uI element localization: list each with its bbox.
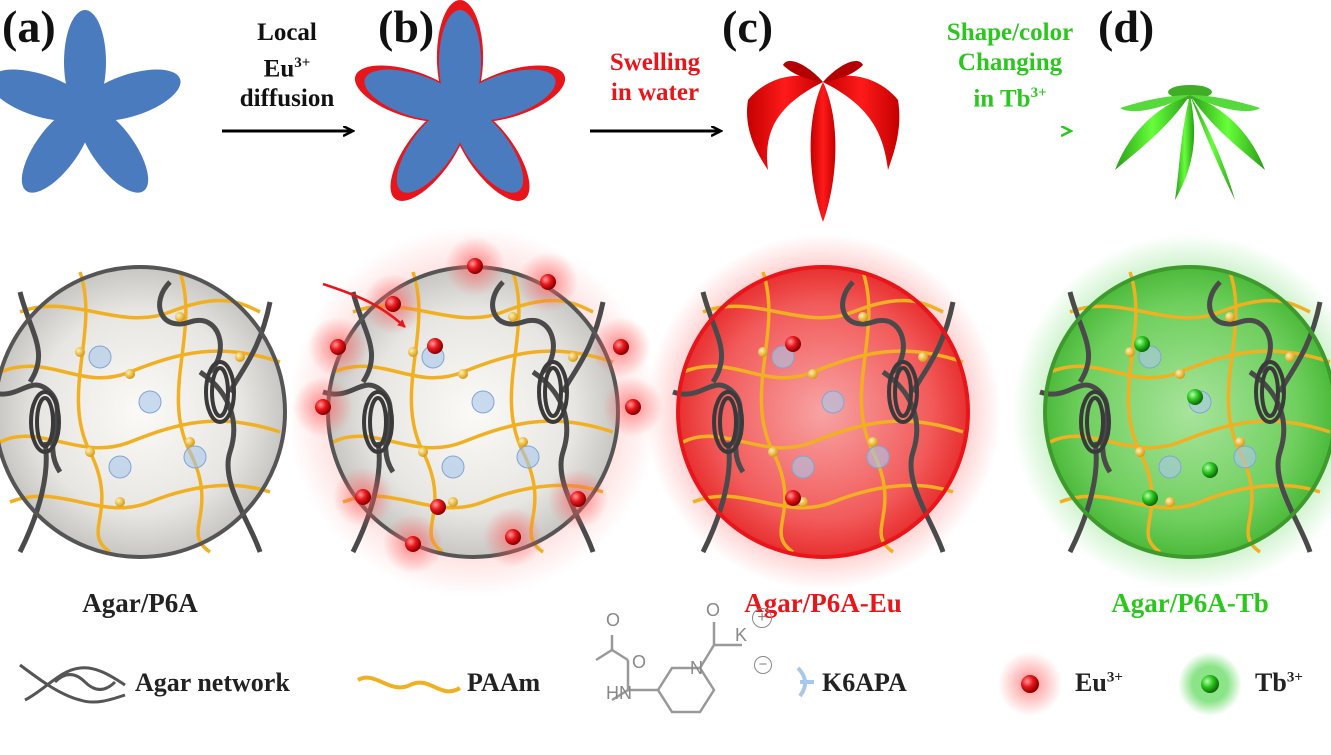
legend-agar-label: Agar network xyxy=(135,668,290,697)
panel-label-a: (a) xyxy=(2,1,56,52)
step1-line2: Eu3+ xyxy=(263,55,311,83)
step3-line2: Changing xyxy=(957,49,1063,76)
step-label-swelling: Swelling in water xyxy=(580,48,730,108)
gel-network-d xyxy=(1012,234,1331,590)
flower-c-curled-red xyxy=(747,61,900,222)
step3-line3: in Tb3+ xyxy=(973,85,1047,113)
chem-o-label-carboxyl: O xyxy=(706,600,721,620)
step-label-shape-color-change: Shape/color Changing in Tb3+ xyxy=(925,18,1095,114)
k6apa-ligand-icon xyxy=(796,666,814,698)
legend-eu-label: Eu3+ xyxy=(1075,668,1123,697)
legend-k6apa-label: K6APA xyxy=(822,668,907,697)
legend-tb-label: Tb3+ xyxy=(1255,668,1303,697)
step2-line1: Swelling xyxy=(609,49,701,76)
gel-name-c: Agar/P6A-Eu xyxy=(744,588,902,618)
chem-minus-charge: − xyxy=(754,656,772,674)
gel-network-b xyxy=(288,227,663,597)
legend-paam-label: PAAm xyxy=(467,668,541,697)
legend-tb-ion-icon xyxy=(1178,652,1242,716)
legend-paam-icon xyxy=(356,675,462,694)
flower-d-curled-green xyxy=(1115,85,1265,200)
chem-o-label-amide: O xyxy=(632,652,647,672)
step3-line1: Shape/color xyxy=(946,19,1074,46)
gel-network-a xyxy=(0,265,287,559)
step1-line1: Local xyxy=(257,19,317,46)
legend-eu-ion-icon xyxy=(998,652,1062,716)
gel-name-d: Agar/P6A-Tb xyxy=(1111,588,1269,618)
step-label-local-diffusion: Local Eu3+ diffusion xyxy=(222,18,352,114)
panel-label-d: (d) xyxy=(1098,1,1155,52)
chem-k-label: K xyxy=(735,625,748,645)
panel-label-b: (b) xyxy=(378,1,435,52)
k6apa-structure-icon xyxy=(595,622,742,714)
gel-network-c xyxy=(645,234,1001,590)
step2-line2: in water xyxy=(610,79,700,106)
diffusion-arrow xyxy=(322,282,406,328)
chem-n-label: N xyxy=(690,658,703,678)
chem-plus-charge: + xyxy=(752,608,772,628)
gel-name-a: Agar/P6A xyxy=(82,588,198,618)
step1-line3: diffusion xyxy=(239,85,335,113)
chem-hn-label: HN xyxy=(606,683,632,703)
panel-label-c: (c) xyxy=(722,1,774,52)
legend-agar-network-icon xyxy=(19,663,126,704)
chem-o-label-left: O xyxy=(606,610,621,630)
